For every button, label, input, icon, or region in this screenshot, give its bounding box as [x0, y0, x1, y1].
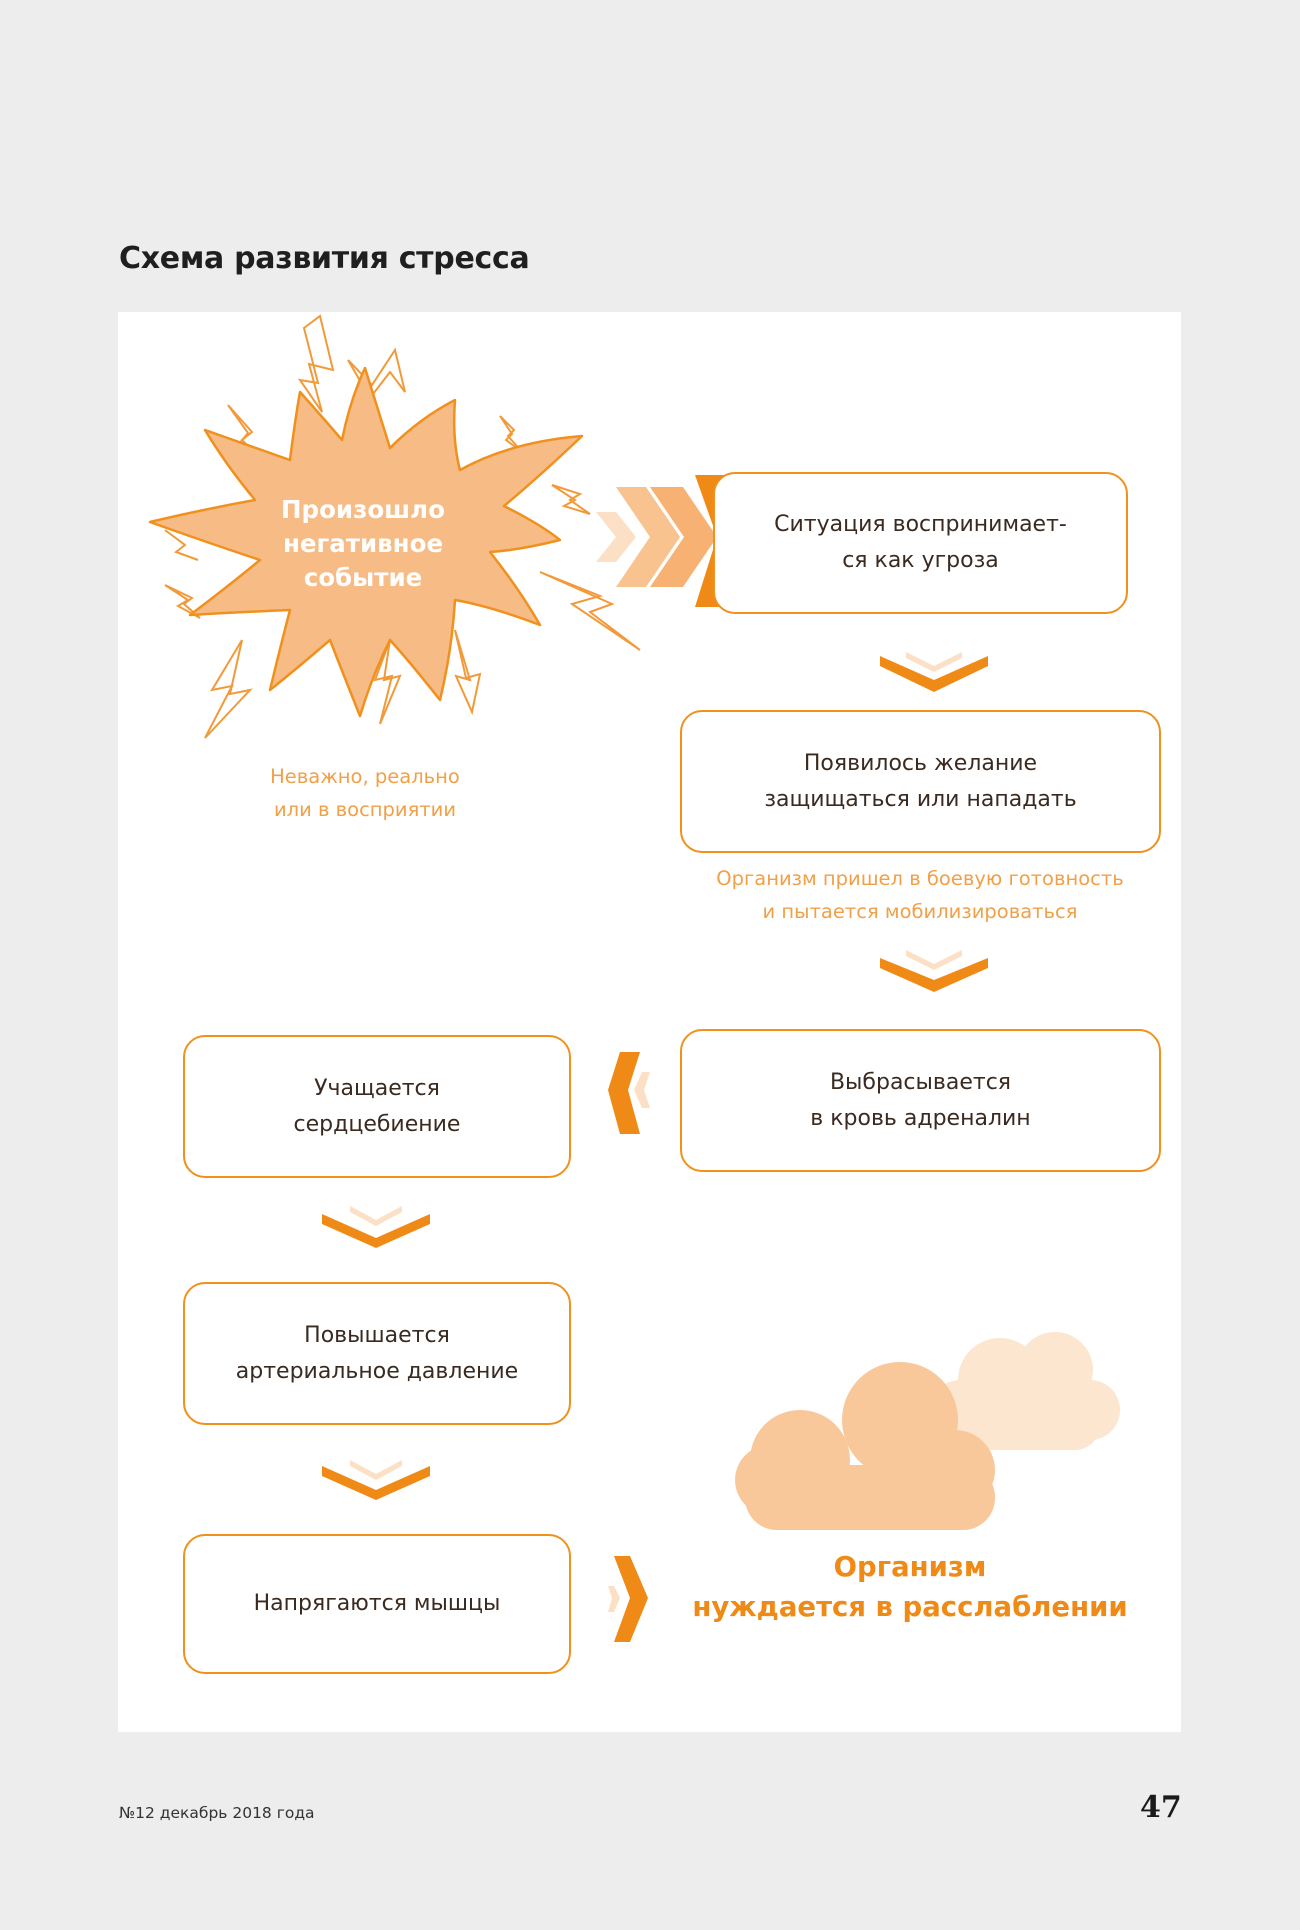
chevron-down-icon	[880, 652, 988, 692]
chevron-right-icon	[650, 487, 717, 587]
lightning-icon	[539, 571, 641, 651]
burst-note: Неважно, реально или в восприятии	[270, 765, 460, 821]
step-threat: Ситуация воспринимает- ся как угроза	[713, 472, 1128, 614]
conclusion: Организм нуждается в расслаблении	[692, 1551, 1128, 1623]
page-title: Схема развития стресса	[119, 241, 530, 276]
chevron-right-icon	[616, 487, 680, 587]
step-adrenaline: Выбрасывается в кровь адреналин	[680, 1029, 1161, 1172]
clouds-icon	[735, 1332, 1120, 1530]
step-muscles: Напрягаются мышцы	[183, 1534, 571, 1674]
chevron-down-icon	[322, 1206, 430, 1248]
lightning-icon	[204, 639, 253, 739]
chevron-right-icon	[608, 1556, 648, 1642]
chevron-right-icon	[596, 512, 636, 562]
down-chevrons	[322, 652, 988, 1500]
starburst-icon	[148, 366, 584, 718]
page-number: 47	[1140, 1790, 1182, 1825]
lightning-icon	[164, 529, 199, 561]
footer-issue: №12 декабрь 2018 года	[119, 1804, 315, 1822]
lightning-icon	[551, 484, 591, 515]
chevron-left-icon	[608, 1052, 650, 1134]
lightning-bolts	[164, 314, 641, 739]
lightning-icon	[297, 314, 335, 413]
lightning-icon	[164, 584, 201, 619]
mobilize-note: Организм пришел в боевую готовность и пы…	[716, 867, 1124, 923]
step-pressure: Повышается артериальное давление	[183, 1282, 571, 1425]
lightning-icon	[454, 629, 482, 716]
step-heartbeat: Учащается сердцебиение	[183, 1035, 571, 1178]
lightning-icon	[373, 639, 402, 725]
burst-label: Произошло негативное событие	[281, 495, 445, 592]
chevron-down-icon	[322, 1460, 430, 1500]
chevron-down-icon	[880, 950, 988, 992]
step-desire: Появилось желание защищаться или нападат…	[680, 710, 1161, 853]
